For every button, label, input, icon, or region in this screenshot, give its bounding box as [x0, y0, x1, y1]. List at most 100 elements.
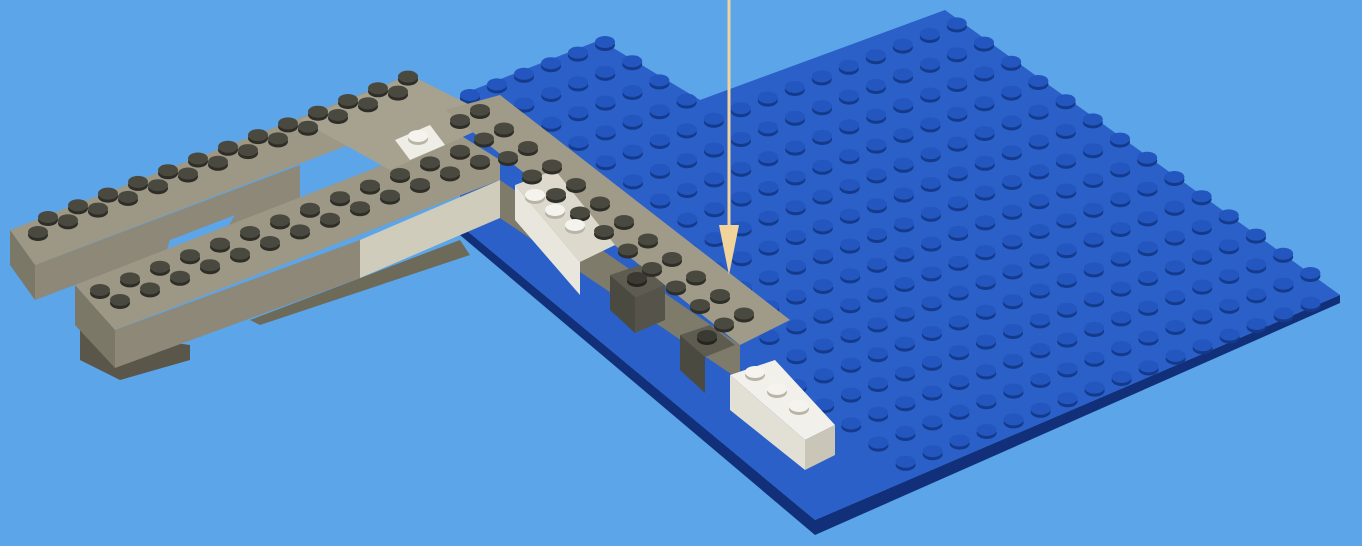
baseplate-stud	[839, 90, 859, 102]
baseplate-stud	[923, 445, 943, 457]
baseplate-stud	[1001, 56, 1021, 68]
baseplate-stud	[948, 166, 968, 178]
baseplate-stud	[1246, 229, 1266, 241]
baseplate-stud	[1165, 231, 1185, 243]
brick-stud	[642, 262, 662, 274]
baseplate-stud	[623, 145, 643, 157]
baseplate-stud	[1030, 254, 1050, 266]
baseplate-stud	[1247, 318, 1267, 330]
baseplate-stud	[921, 237, 941, 249]
baseplate-stud	[1003, 264, 1023, 276]
baseplate-stud	[920, 28, 940, 40]
baseplate-stud	[813, 279, 833, 291]
baseplate-stud	[1057, 303, 1077, 315]
baseplate-stud	[813, 309, 833, 321]
baseplate-stud	[731, 192, 751, 204]
brick-stud	[686, 271, 706, 283]
baseplate-stud	[813, 190, 833, 202]
baseplate-stud	[596, 155, 616, 167]
baseplate-stud	[1029, 164, 1049, 176]
brick-stud	[330, 191, 350, 203]
brick-stud	[570, 207, 590, 219]
baseplate-stud	[1111, 222, 1131, 234]
brick-stud	[268, 132, 288, 144]
baseplate-stud	[841, 388, 861, 400]
baseplate-stud	[812, 160, 832, 172]
baseplate-stud	[704, 113, 724, 125]
baseplate-stud	[1057, 273, 1077, 285]
baseplate-stud	[894, 158, 914, 170]
baseplate-stud	[460, 89, 480, 101]
brick-stud	[710, 289, 730, 301]
baseplate-stud	[1138, 271, 1158, 283]
brick-stud	[320, 213, 340, 225]
brick-stud	[158, 164, 178, 176]
baseplate-stud	[975, 126, 995, 138]
baseplate-stud	[1002, 175, 1022, 187]
baseplate-stud	[894, 277, 914, 289]
baseplate-stud	[866, 79, 886, 91]
baseplate-stud	[1192, 250, 1212, 262]
baseplate-stud	[813, 249, 833, 261]
baseplate-stud	[949, 286, 969, 298]
brick-stud	[338, 94, 358, 106]
brick-stud	[178, 168, 198, 180]
baseplate-stud	[922, 326, 942, 338]
brick-stud	[260, 236, 280, 248]
baseplate-stud	[568, 76, 588, 88]
baseplate-stud	[947, 77, 967, 89]
baseplate-stud	[1029, 105, 1049, 117]
baseplate-stud	[893, 128, 913, 140]
baseplate-stud	[867, 198, 887, 210]
baseplate-stud	[759, 270, 779, 282]
brick-stud	[298, 121, 318, 133]
brick-stud	[120, 272, 140, 284]
brick-stud	[522, 170, 542, 182]
brick-stud	[470, 104, 490, 116]
baseplate-stud	[895, 337, 915, 349]
baseplate-stud	[1056, 213, 1076, 225]
baseplate-stud	[1029, 224, 1049, 236]
baseplate-stud	[921, 266, 941, 278]
brick-stud	[474, 133, 494, 145]
brick-stud	[328, 109, 348, 121]
baseplate-stud	[785, 170, 805, 182]
brick-stud	[627, 272, 647, 284]
baseplate-stud	[785, 81, 805, 93]
baseplate-stud	[948, 256, 968, 268]
baseplate-stud	[867, 258, 887, 270]
baseplate-stud	[1192, 190, 1212, 202]
brick-stud	[290, 224, 310, 236]
baseplate-stud	[1084, 262, 1104, 274]
baseplate-stud	[1193, 339, 1213, 351]
baseplate-stud	[595, 96, 615, 108]
baseplate-stud	[787, 349, 807, 361]
baseplate-stud	[1002, 145, 1022, 157]
baseplate-stud	[568, 47, 588, 59]
baseplate-stud	[920, 88, 940, 100]
baseplate-stud	[1030, 313, 1050, 325]
baseplate-stud	[1111, 282, 1131, 294]
brick-stud	[128, 176, 148, 188]
brick-stud	[28, 226, 48, 238]
brick-stud	[390, 168, 410, 180]
baseplate-stud	[1031, 403, 1051, 415]
baseplate-stud	[1110, 162, 1130, 174]
baseplate-stud	[677, 153, 697, 165]
baseplate-stud	[758, 121, 778, 133]
brick-stud	[200, 259, 220, 271]
brick-stud	[470, 155, 490, 167]
baseplate-stud	[650, 164, 670, 176]
baseplate-stud	[677, 213, 697, 225]
baseplate-stud	[623, 115, 643, 127]
brick-stud	[210, 238, 230, 250]
baseplate-stud	[895, 426, 915, 438]
baseplate-stud	[1083, 113, 1103, 125]
brick-stud	[140, 282, 160, 294]
baseplate-stud	[650, 104, 670, 116]
baseplate-stud	[893, 98, 913, 110]
baseplate-stud	[1246, 288, 1266, 300]
baseplate-stud	[786, 319, 806, 331]
brick-stud	[498, 151, 518, 163]
baseplate-stud	[1110, 133, 1130, 145]
